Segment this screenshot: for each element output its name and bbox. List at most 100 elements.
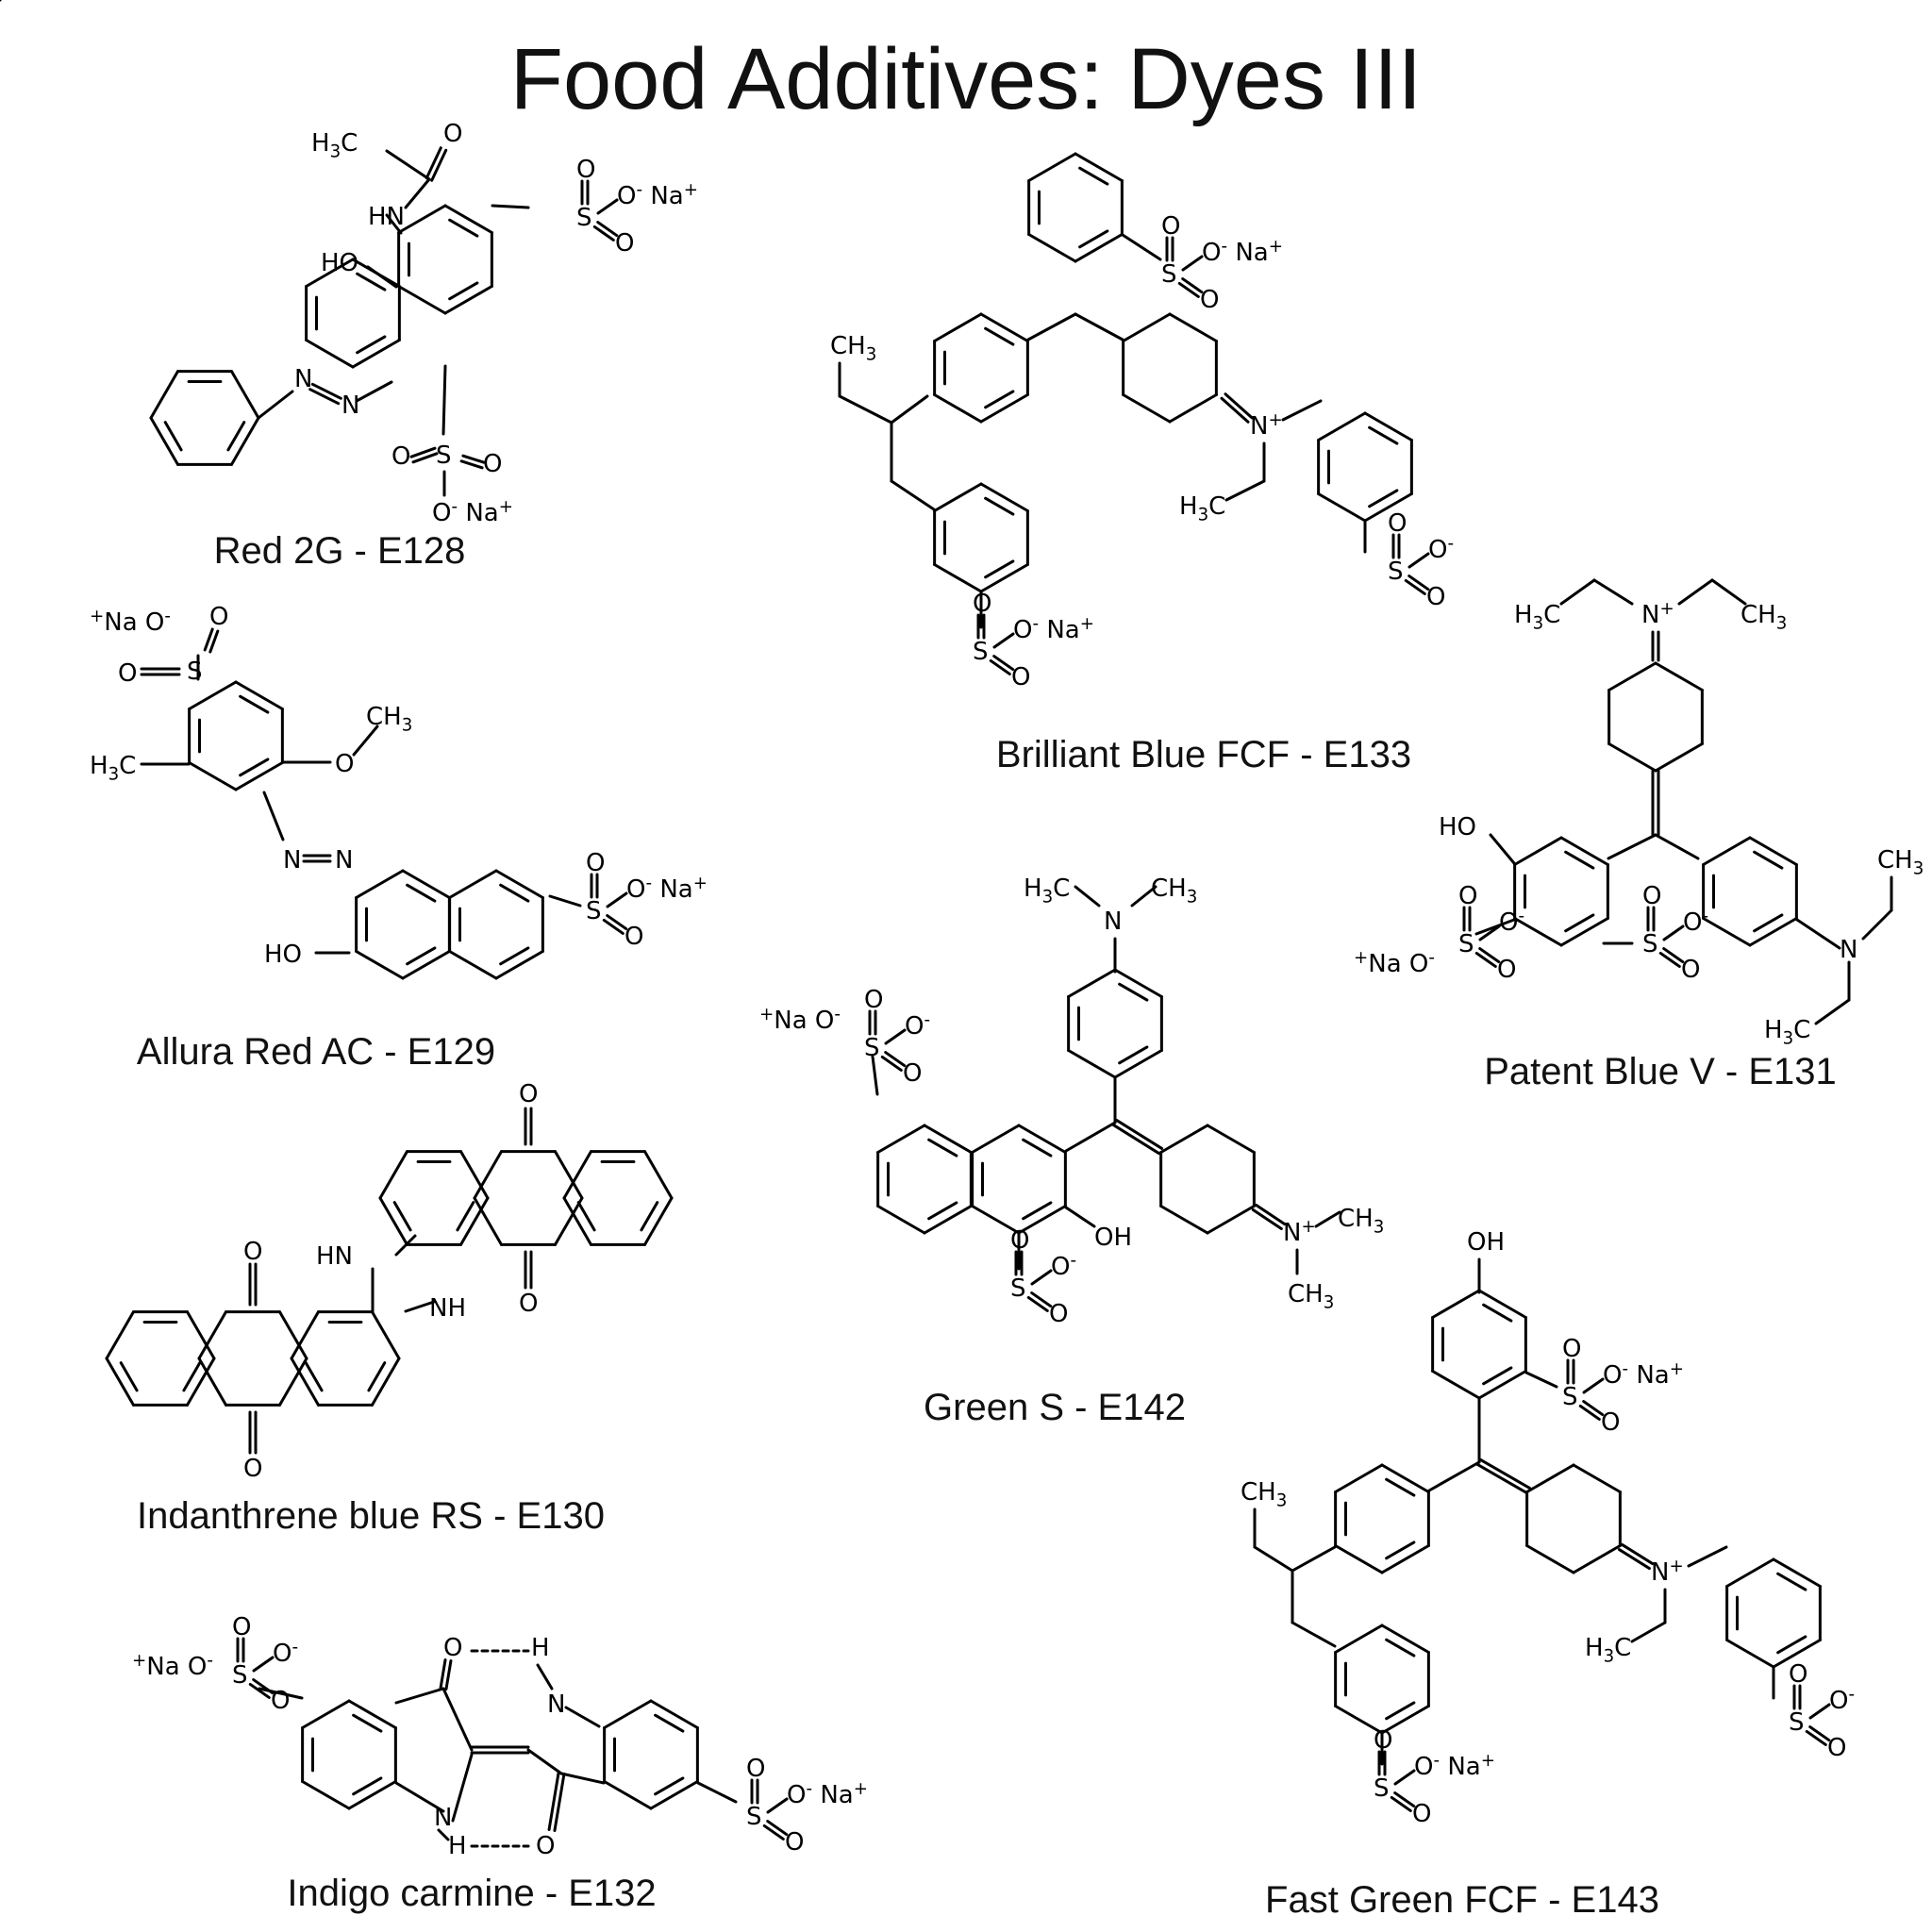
bond-line [197, 1357, 227, 1407]
atom-label-part: O [443, 1634, 462, 1662]
bond-line [766, 1820, 789, 1837]
bond-line [394, 1234, 417, 1257]
bond-line [654, 1713, 685, 1733]
bond-line [1654, 833, 1700, 860]
bond-line [1181, 277, 1204, 294]
atom-label: S [1789, 1708, 1805, 1737]
atom-label: N [1840, 936, 1857, 964]
atom-label-part: HO [1439, 813, 1476, 841]
atom-label-part: 3 [1042, 888, 1054, 908]
bond-line [1564, 850, 1595, 870]
bond-line [1617, 1548, 1651, 1571]
bond-line [441, 1687, 474, 1752]
atom-label: HO [1439, 813, 1476, 841]
bond-line [352, 1713, 383, 1733]
bond-line [880, 1055, 903, 1072]
bond-line [1772, 1639, 1822, 1669]
atom-label-part: O [1202, 239, 1221, 267]
bond-line [1067, 1049, 1117, 1079]
bond-line [105, 1310, 135, 1360]
bond-line [1753, 850, 1784, 870]
atom-label-part [458, 499, 465, 527]
bond-line [1476, 1463, 1529, 1495]
bond-line [548, 894, 582, 908]
bond-line [230, 416, 260, 466]
bond-line [491, 204, 530, 209]
atom-label-part: N [294, 365, 312, 393]
bond-line [404, 1300, 436, 1313]
atom-label: S [1562, 1383, 1578, 1411]
atom-label-part: O [1458, 882, 1477, 910]
atom-label-part: O [1428, 536, 1447, 564]
atom-label: CH3​ [366, 703, 412, 736]
atom-label-part: O [145, 608, 164, 637]
bond-line [1030, 1291, 1053, 1308]
atom-label-part: N [283, 846, 301, 874]
bond-line [1380, 1705, 1430, 1735]
atom-label-part: S [1388, 558, 1404, 586]
bond-line [1159, 1205, 1209, 1235]
atom-label: O [1458, 882, 1477, 910]
bond-line [397, 285, 447, 315]
atom-label-part: O [576, 156, 595, 184]
atom-label-part: CH [366, 703, 402, 731]
atom-label-part: CH [1877, 846, 1913, 874]
bond-line [1224, 479, 1266, 502]
atom-label-part: O [1013, 616, 1032, 644]
atom-label: O [1681, 956, 1700, 984]
atom-label-part: O [586, 849, 605, 877]
atom-label-part: O [536, 1832, 555, 1860]
atom-label-part: S [1562, 1383, 1578, 1411]
bond-line [1074, 233, 1124, 263]
atom-label-part: + [1354, 948, 1368, 968]
atom-label-part: O [391, 442, 410, 471]
atom-label: CH3​ [830, 332, 876, 365]
atom-label-part: C [1614, 1634, 1631, 1662]
bond-line [1776, 1572, 1807, 1591]
atom-label-part: 3 [402, 716, 413, 736]
atom-label-part: 3 [1276, 1491, 1288, 1511]
atom-label-part: CH [830, 332, 866, 360]
bond-line [971, 1205, 1021, 1235]
atom-label: S [232, 1661, 248, 1690]
atom-label-part: C [119, 752, 136, 780]
bond-line [448, 950, 498, 980]
atom-label-part: O [1829, 1687, 1848, 1715]
bond-line [1478, 1457, 1531, 1490]
atom-label: O [1426, 583, 1445, 611]
atom-label-part: O [443, 120, 462, 148]
atom-label: O-​ [1428, 534, 1454, 564]
bond-line [371, 1310, 401, 1360]
bond-line [1808, 1703, 1831, 1720]
atom-label-part: + [693, 874, 708, 893]
bond-line [876, 1124, 926, 1154]
bond-line [603, 1699, 653, 1729]
bond-line [262, 791, 285, 841]
bond-line [1334, 1624, 1384, 1654]
bond-line [305, 258, 355, 288]
atom-label-part: S [436, 441, 452, 470]
atom-label: HN [316, 1242, 353, 1271]
atom-label-part: HN [316, 1242, 353, 1271]
atom-label-part: + [132, 1651, 146, 1671]
atom-label: O [209, 603, 228, 631]
atom-label-part: + [1659, 599, 1674, 619]
bond-line [411, 452, 439, 464]
bond-line [1559, 578, 1596, 606]
bond-line [576, 1201, 596, 1232]
bond-line [536, 1663, 554, 1690]
bond-line [1017, 1205, 1067, 1235]
atom-label: O [118, 659, 137, 688]
atom-label-part: S [1789, 1708, 1805, 1737]
bond-line [1334, 1705, 1384, 1735]
bond-line [1159, 1124, 1209, 1154]
bond-line [1026, 312, 1077, 341]
atom-label: O-​ [1683, 907, 1708, 937]
bond-line [1677, 578, 1714, 606]
bond-line [654, 1776, 685, 1796]
atom-label-part: - [1622, 1359, 1628, 1379]
bond-line [1702, 836, 1752, 866]
bond-line [1390, 1795, 1412, 1812]
